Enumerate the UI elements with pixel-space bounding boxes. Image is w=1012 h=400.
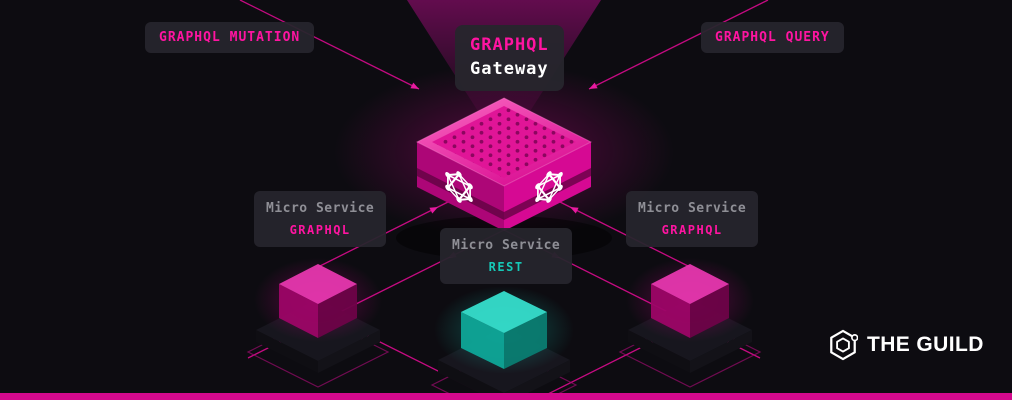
microservice-type: GRAPHQL	[661, 222, 723, 237]
microservice-title: Micro Service	[266, 201, 375, 216]
microservice-type: REST	[488, 259, 524, 274]
microservice-type: GRAPHQL	[289, 222, 351, 237]
bottom-accent-bar	[0, 393, 1012, 400]
graphql-gateway-label: GRAPHQL Gateway	[455, 25, 564, 91]
graphql-mutation-label: GRAPHQL MUTATION	[145, 22, 315, 53]
microservice-cube-graphql-right	[626, 258, 754, 342]
guild-hexagon-icon	[830, 329, 858, 361]
the-guild-logo: THE GUILD	[828, 329, 984, 361]
gateway-label-line2: Gateway	[470, 58, 549, 79]
graphql-query-label: GRAPHQL QUERY	[701, 22, 844, 53]
microservice-graphql-right-label: Micro Service GRAPHQL	[626, 191, 759, 247]
microservice-rest-label: Micro Service REST	[440, 228, 573, 284]
gateway-label-line1: GRAPHQL	[470, 35, 549, 55]
microservice-title: Micro Service	[638, 201, 747, 216]
microservice-graphql-left-label: Micro Service GRAPHQL	[254, 191, 387, 247]
microservice-title: Micro Service	[452, 238, 561, 253]
brand-name: THE GUILD	[867, 333, 984, 356]
microservice-cube-rest	[434, 286, 574, 374]
microservice-cube-graphql-left	[254, 258, 382, 342]
